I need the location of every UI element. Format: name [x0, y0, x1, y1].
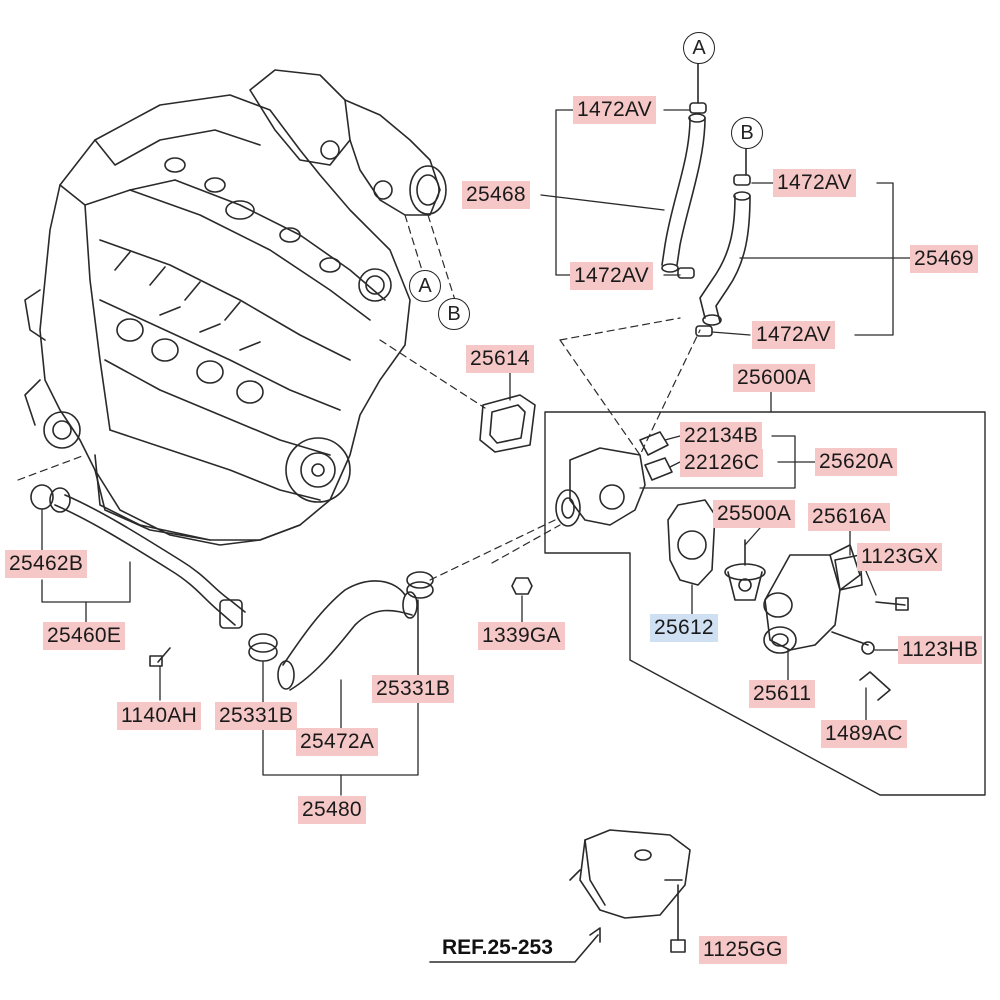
hose-25469: [699, 191, 751, 326]
coolant-reservoir: [569, 829, 691, 919]
label-22134B[interactable]: 22134B: [680, 422, 763, 450]
water-outlet-25620A: [555, 431, 673, 527]
o-ring-25462B: [30, 484, 54, 510]
label-1472AV-mid-left[interactable]: 1472AV: [570, 262, 653, 290]
pipe-25460E: [49, 487, 246, 629]
group-outline-25600A: [544, 411, 986, 796]
ref-arrow: [429, 927, 601, 963]
label-25469[interactable]: 25469: [910, 245, 978, 273]
engine-block: [24, 69, 447, 546]
label-25620A[interactable]: 25620A: [815, 448, 898, 476]
clip-1489AC: [859, 671, 891, 701]
bolt-1123GX: [875, 597, 909, 611]
label-1123GX[interactable]: 1123GX: [857, 543, 943, 571]
label-25614[interactable]: 25614: [466, 345, 534, 373]
label-25600A[interactable]: 25600A: [733, 364, 816, 392]
clamp-1472AV: [677, 102, 751, 337]
gasket-25614: [479, 394, 536, 453]
label-1472AV-top-right[interactable]: 1472AV: [773, 169, 856, 197]
label-25468[interactable]: 25468: [462, 181, 530, 209]
bolt-1125GG: [670, 884, 686, 953]
label-1140AH[interactable]: 1140AH: [117, 702, 202, 730]
reference-label[interactable]: REF.25-253: [442, 936, 553, 959]
dashed-connection-lines: [17, 214, 701, 581]
nut-1339GA: [511, 577, 533, 595]
label-1489AC[interactable]: 1489AC: [821, 720, 907, 748]
label-1125GG[interactable]: 1125GG: [699, 936, 787, 964]
label-25331B-left[interactable]: 25331B: [215, 702, 298, 730]
label-25472A[interactable]: 25472A: [296, 728, 379, 756]
hose-25472A: [277, 580, 418, 691]
label-1472AV-bottom-right[interactable]: 1472AV: [752, 321, 835, 349]
label-25462B[interactable]: 25462B: [5, 550, 88, 578]
label-25331B-right[interactable]: 25331B: [372, 675, 455, 703]
leader-lines: [41, 109, 911, 796]
label-1123HB[interactable]: 1123HB: [898, 636, 983, 664]
label-25460E[interactable]: 25460E: [43, 622, 126, 650]
hose-25468: [661, 113, 706, 273]
label-1339GA[interactable]: 1339GA: [478, 622, 565, 650]
label-22126C[interactable]: 22126C: [680, 449, 764, 477]
sensor-25616A: [834, 554, 863, 591]
label-25612[interactable]: 25612: [650, 614, 718, 642]
label-25500A[interactable]: 25500A: [713, 500, 796, 528]
callout-b-top[interactable]: B: [731, 117, 763, 149]
callout-b-engine[interactable]: B: [438, 298, 470, 330]
housing-25611: [763, 544, 861, 654]
callout-a-engine[interactable]: A: [409, 270, 441, 302]
label-25480[interactable]: 25480: [298, 796, 366, 824]
clamp-25331B: [248, 571, 434, 662]
gasket-25612: [667, 499, 716, 586]
label-25616A[interactable]: 25616A: [808, 503, 891, 531]
label-1472AV-top-left[interactable]: 1472AV: [573, 96, 656, 124]
label-25611[interactable]: 25611: [749, 680, 816, 708]
bolt-1140AH: [149, 647, 171, 667]
callout-a-top[interactable]: A: [683, 32, 715, 64]
thermostat-25500A: [724, 539, 766, 601]
bolt-1123HB: [831, 631, 875, 655]
